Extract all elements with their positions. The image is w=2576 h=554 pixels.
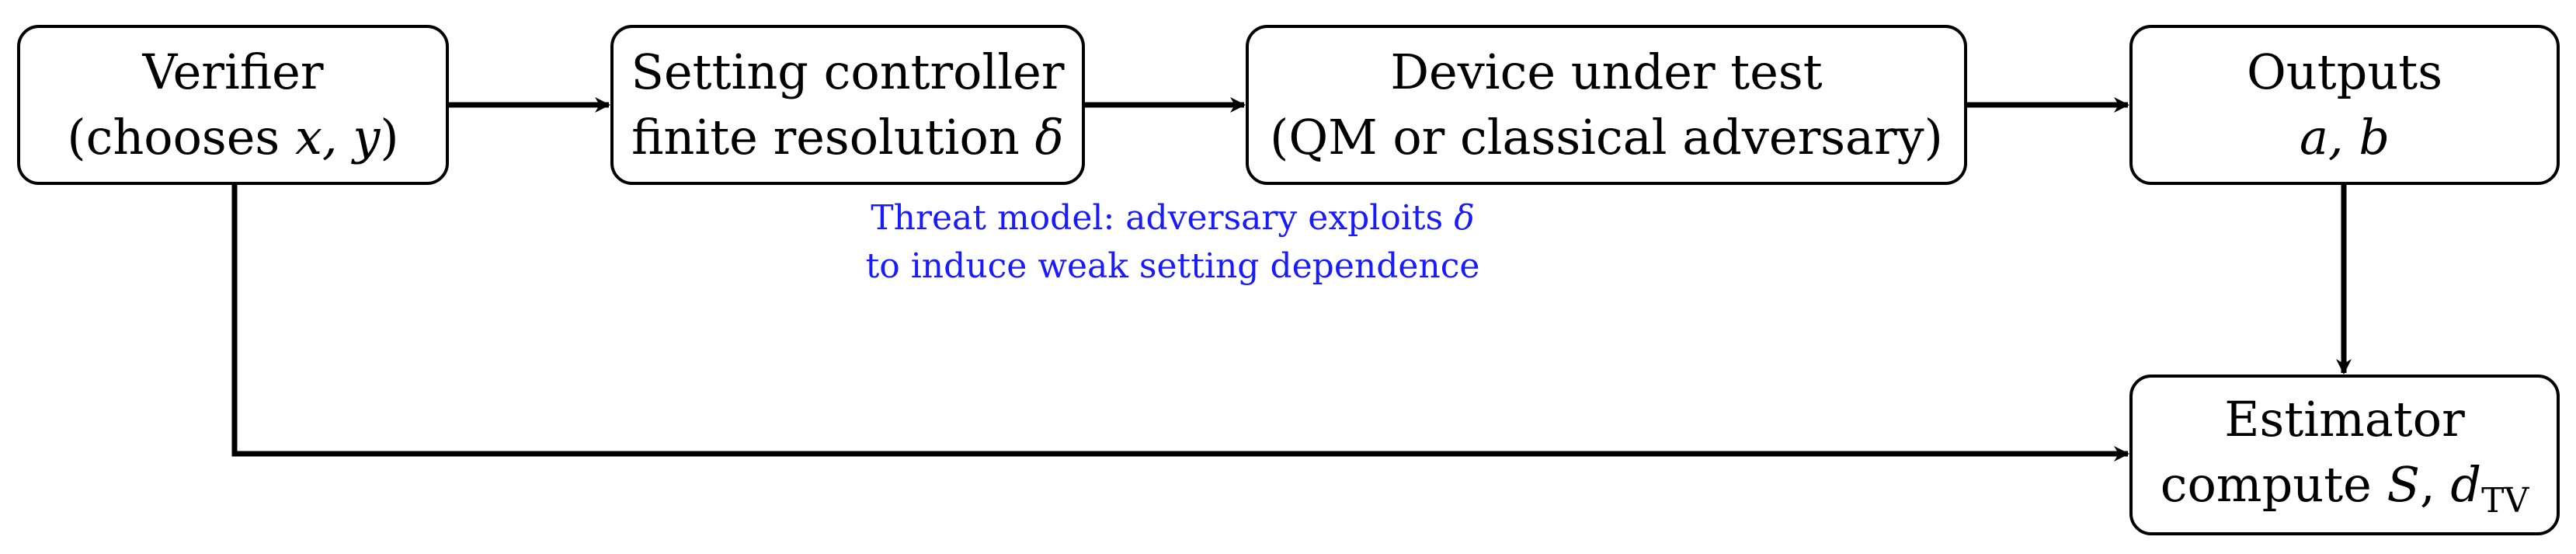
- arrow-verifier-to-estimator: [231, 185, 2129, 462]
- verifier-choice-suffix: ): [380, 109, 399, 166]
- setting-controller-resolution-prefix: finite resolution: [631, 109, 1035, 166]
- estimator-sep: ,: [2420, 456, 2451, 513]
- verifier-title: Verifier: [142, 44, 324, 100]
- outputs-vars: a, b: [2299, 109, 2390, 166]
- device-subtitle: (QM or classical adversary): [1270, 109, 1943, 166]
- outputs-box: Outputs a, b: [2129, 25, 2560, 185]
- setting-controller-box: Setting controller finite resolution δ: [610, 25, 1085, 185]
- threat-note-delta: δ: [1454, 198, 1475, 238]
- verifier-choice-prefix: (chooses: [67, 109, 295, 166]
- setting-controller-resolution: finite resolution δ: [631, 105, 1064, 170]
- verifier-box: Verifier (chooses x, y): [17, 25, 449, 185]
- device-title: Device under test: [1390, 44, 1823, 100]
- estimator-compute-prefix: compute: [2160, 456, 2387, 513]
- outputs-title: Outputs: [2246, 44, 2443, 100]
- setting-controller-title: Setting controller: [631, 44, 1065, 100]
- device-box: Device under test (QM or classical adver…: [1246, 25, 1967, 185]
- threat-note-line1: Threat model: adversary exploits δ: [777, 194, 1569, 242]
- estimator-var-d: d: [2450, 456, 2482, 513]
- setting-controller-delta: δ: [1034, 109, 1064, 166]
- threat-note-line1-prefix: Threat model: adversary exploits: [871, 198, 1455, 238]
- estimator-sub-tv: TV: [2481, 481, 2529, 521]
- threat-model-note: Threat model: adversary exploits δ to in…: [777, 194, 1569, 291]
- estimator-compute: compute S, dTV: [2161, 452, 2529, 523]
- verifier-choice: (chooses x, y): [67, 105, 398, 170]
- verifier-choice-vars: x, y: [294, 109, 381, 166]
- estimator-box: Estimator compute S, dTV: [2129, 375, 2560, 535]
- threat-note-line2: to induce weak setting dependence: [865, 246, 1480, 286]
- estimator-title: Estimator: [2224, 391, 2465, 448]
- estimator-var-s: S: [2387, 456, 2420, 513]
